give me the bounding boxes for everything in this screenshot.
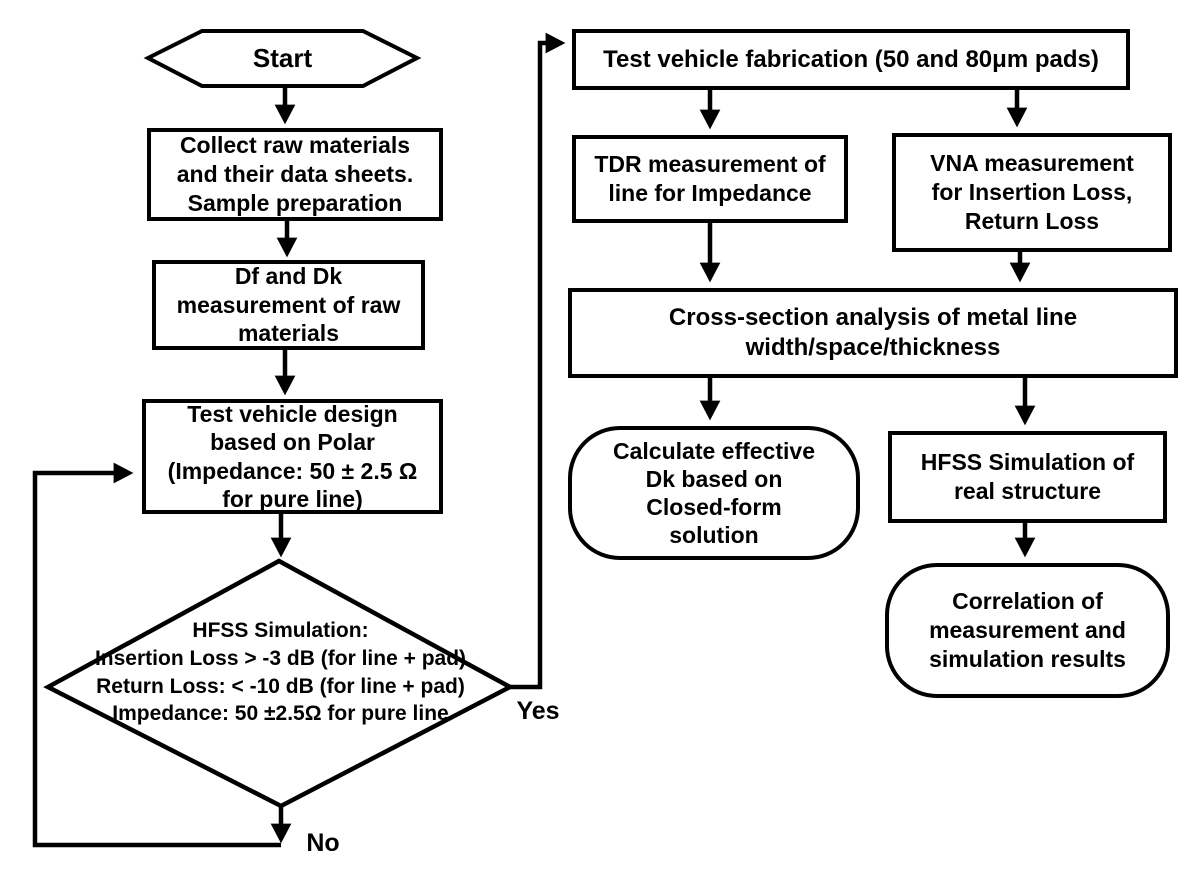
node-collect-raw-materials: Collect raw materials and their data she… — [147, 128, 443, 221]
node-cross-section-analysis: Cross-section analysis of metal line wid… — [568, 288, 1178, 378]
no-branch-label: No — [306, 828, 340, 857]
edge-decision-yes-to-fabrication — [510, 32, 566, 690]
start-hexagon-shape — [143, 29, 422, 88]
yes-branch-label: Yes — [516, 696, 560, 725]
node-calculate-effective-dk: Calculate effective Dk based on Closed-f… — [568, 426, 860, 560]
node-correlation-results: Correlation of measurement and simulatio… — [885, 563, 1170, 698]
node-hfss-decision: HFSS Simulation: Insertion Loss > -3 dB … — [94, 618, 467, 726]
node-tdr-measurement: TDR measurement of line for Impedance — [572, 135, 848, 223]
edge-no-loop-to-design — [32, 462, 281, 848]
node-vna-measurement: VNA measurement for Insertion Loss, Retu… — [892, 133, 1172, 252]
node-df-dk-measurement: Df and Dk measurement of raw materials — [152, 260, 425, 350]
node-start: Start — [252, 43, 313, 73]
node-test-vehicle-fabrication: Test vehicle fabrication (50 and 80μm pa… — [572, 29, 1130, 90]
node-hfss-simulation-real-structure: HFSS Simulation of real structure — [888, 431, 1167, 523]
node-test-vehicle-design: Test vehicle design based on Polar (Impe… — [142, 399, 443, 514]
